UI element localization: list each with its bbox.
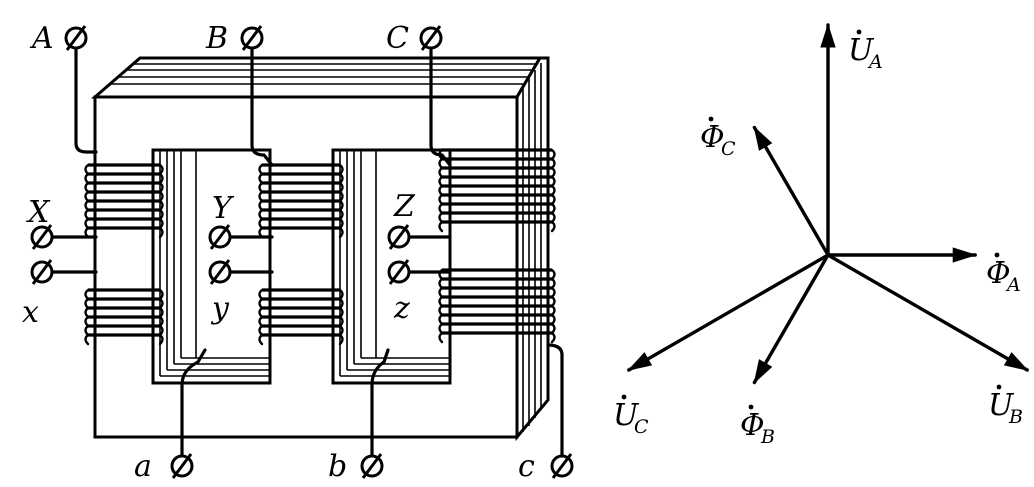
terminal-B (240, 25, 264, 51)
label-c: c (518, 449, 535, 484)
label-phi-c: Φ (700, 120, 725, 155)
coil-phase-b (258, 163, 344, 346)
terminal-Y (208, 224, 232, 250)
terminal-Z (387, 224, 411, 250)
svg-text:A: A (1005, 274, 1021, 296)
phasor-phi-a: ΦA (826, 247, 1021, 296)
core-laminations (90, 56, 550, 442)
label-z: z (393, 291, 410, 326)
svg-text:C: C (721, 138, 736, 160)
terminal-X (30, 224, 54, 250)
phasor-u-b: UB (826, 253, 1029, 428)
terminal-x (30, 259, 54, 285)
window-depth-left (159, 150, 270, 377)
phasor-u-c: UC (613, 253, 830, 438)
label-u-c: U (613, 398, 640, 433)
terminal-c (550, 453, 574, 479)
window-depth-right (339, 150, 450, 377)
terminal-a (170, 453, 194, 479)
svg-text:B: B (1008, 406, 1023, 428)
label-u-b: U (988, 388, 1015, 423)
svg-text:A: A (867, 51, 883, 73)
label-Z: Z (393, 189, 416, 224)
label-y: y (210, 291, 230, 326)
terminal-b (360, 453, 384, 479)
label-phi-b: Φ (740, 408, 765, 443)
label-X: X (26, 195, 51, 230)
phasor-phi-b: ΦB (740, 253, 830, 448)
label-Y: Y (212, 191, 235, 226)
terminal-A (64, 25, 88, 51)
svg-text:C: C (634, 416, 649, 438)
label-B: B (205, 21, 228, 56)
label-b: b (328, 449, 347, 484)
coil-phase-c (438, 148, 556, 344)
label-a: a (134, 449, 152, 484)
label-phi-a: Φ (986, 256, 1011, 291)
coil-phase-a (84, 163, 164, 346)
label-u-a: U (848, 33, 875, 68)
phasor-u-a: UA (820, 23, 883, 257)
terminal-z (387, 259, 411, 285)
label-A: A (29, 21, 54, 56)
label-x: x (22, 295, 39, 330)
terminal-C (419, 25, 443, 51)
phasor-phi-c: ΦC (700, 116, 830, 257)
core-front-face (93, 95, 519, 439)
label-C: C (386, 21, 409, 56)
three-phase-transformer: A B C X x Y y Z z a b c (22, 21, 574, 484)
terminal-y (208, 259, 232, 285)
svg-text:B: B (760, 426, 775, 448)
winding-leads (44, 48, 564, 457)
